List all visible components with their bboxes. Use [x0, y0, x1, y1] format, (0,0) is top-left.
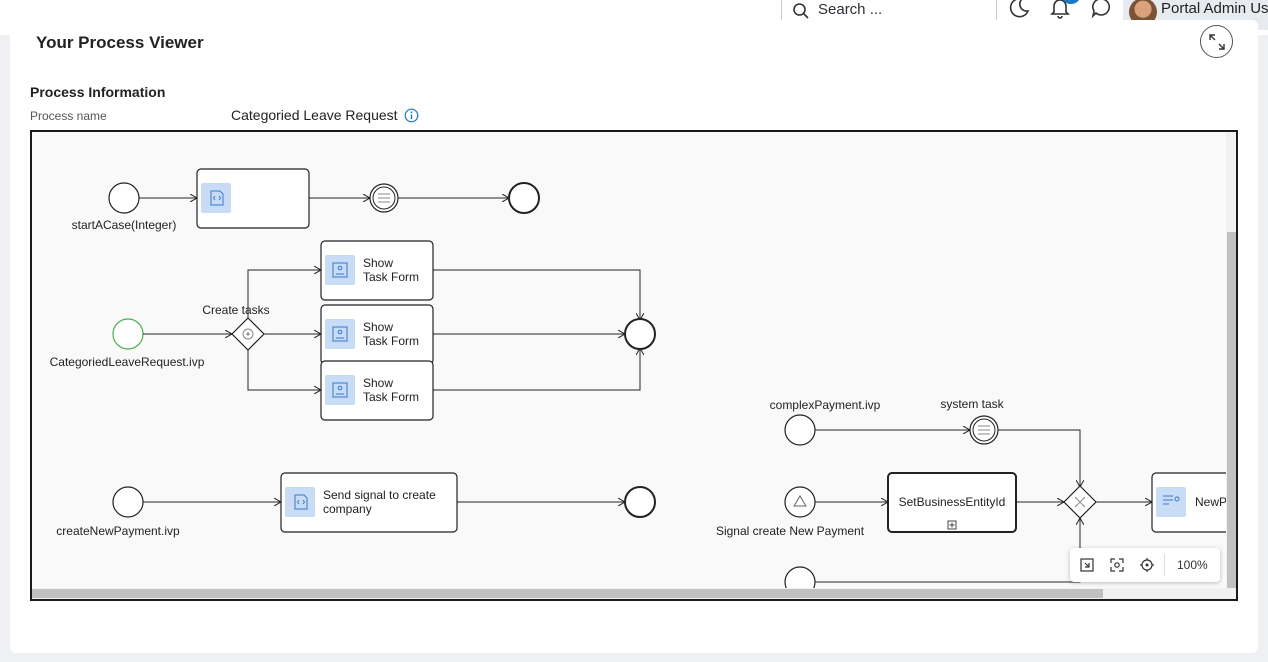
signal-event-label: Signal create New Payment	[716, 524, 865, 538]
page-title: Your Process Viewer	[36, 33, 204, 52]
script-icon	[200, 182, 232, 214]
task-label-line2: Task Form	[363, 334, 419, 348]
task-label-line1: Show	[363, 320, 393, 334]
search-input[interactable]: Search ...	[818, 1, 883, 18]
start-event-label: startACase(Integer)	[72, 218, 177, 232]
dark-mode-icon[interactable]	[1007, 0, 1031, 20]
exclusive-gateway[interactable]	[1063, 485, 1097, 519]
start-event-label: complexPayment.ivp	[770, 398, 881, 412]
center-target-icon[interactable]	[1139, 557, 1155, 573]
user-task-show-task-form-3[interactable]: Show Task Form	[320, 360, 434, 421]
user-task-show-task-form-2[interactable]: Show Task Form	[320, 304, 434, 365]
zoom-level[interactable]: 100%	[1177, 558, 1208, 572]
horizontal-scroll-thumb[interactable]	[32, 589, 1103, 598]
process-name-value: Categoried Leave Request	[231, 107, 398, 123]
start-event-create-new-payment[interactable]	[112, 486, 144, 518]
task-label-line1: Show	[363, 256, 393, 270]
script-task-1[interactable]	[196, 168, 310, 229]
search-icon	[793, 3, 809, 19]
form-icon	[324, 254, 356, 286]
end-event-2[interactable]	[624, 318, 656, 350]
script-task-send-signal[interactable]: Send signal to create company	[280, 472, 458, 533]
process-name-label: Process name	[30, 109, 107, 123]
task-label-line2: Task Form	[363, 270, 419, 284]
fullscreen-button[interactable]	[1200, 25, 1233, 58]
section-title: Process Information	[30, 84, 166, 100]
end-event-3[interactable]	[624, 486, 656, 518]
notification-badge	[1061, 0, 1081, 4]
task-label-line2: company	[323, 502, 372, 516]
task-label-line1: Send signal to create	[323, 488, 436, 502]
zoom-toolbar: 100%	[1070, 548, 1220, 582]
gateway-label: Create tasks	[202, 303, 269, 317]
task-label-line1: Show	[363, 376, 393, 390]
start-event-start-a-case[interactable]	[108, 182, 140, 214]
start-event-categoried-leave[interactable]	[112, 318, 144, 350]
task-label: NewPay	[1195, 495, 1238, 509]
subprocess-set-business-entity-id[interactable]: SetBusinessEntityId	[887, 472, 1017, 533]
fit-to-view-icon[interactable]	[1079, 557, 1095, 573]
zoom-to-fit-icon[interactable]	[1109, 557, 1125, 573]
chat-icon[interactable]	[1090, 0, 1114, 20]
task-label-line2: Task Form	[363, 390, 419, 404]
start-event-label: CategoriedLeaveRequest.ivp	[50, 355, 205, 369]
start-event-label: createNewPayment.ivp	[56, 524, 180, 538]
form-icon	[324, 374, 356, 406]
process-diagram-viewer[interactable]: startACase(Integer) CategoriedLeaveReque…	[30, 130, 1238, 601]
parallel-gateway[interactable]	[231, 317, 265, 351]
process-diagram: startACase(Integer) CategoriedLeaveReque…	[50, 168, 1238, 598]
toolbar-divider	[1164, 554, 1165, 576]
intermediate-event-1[interactable]	[369, 183, 399, 213]
user-task-new-payment[interactable]: NewPay	[1151, 472, 1238, 533]
form-icon	[324, 318, 356, 350]
subprocess-label: SetBusinessEntityId	[899, 495, 1006, 509]
user-name: Portal Admin User	[1161, 0, 1268, 17]
expand-icon	[1209, 34, 1225, 50]
end-event-1[interactable]	[508, 182, 540, 214]
signal-start-event[interactable]	[784, 486, 816, 518]
system-task-event[interactable]	[969, 415, 999, 445]
vertical-scroll-thumb[interactable]	[1227, 232, 1236, 588]
start-event-complex-payment[interactable]	[784, 414, 816, 446]
info-icon[interactable]	[404, 108, 419, 123]
system-task-label: system task	[940, 397, 1004, 411]
script-icon	[284, 486, 316, 518]
user-task-show-task-form-1[interactable]: Show Task Form	[320, 240, 434, 301]
